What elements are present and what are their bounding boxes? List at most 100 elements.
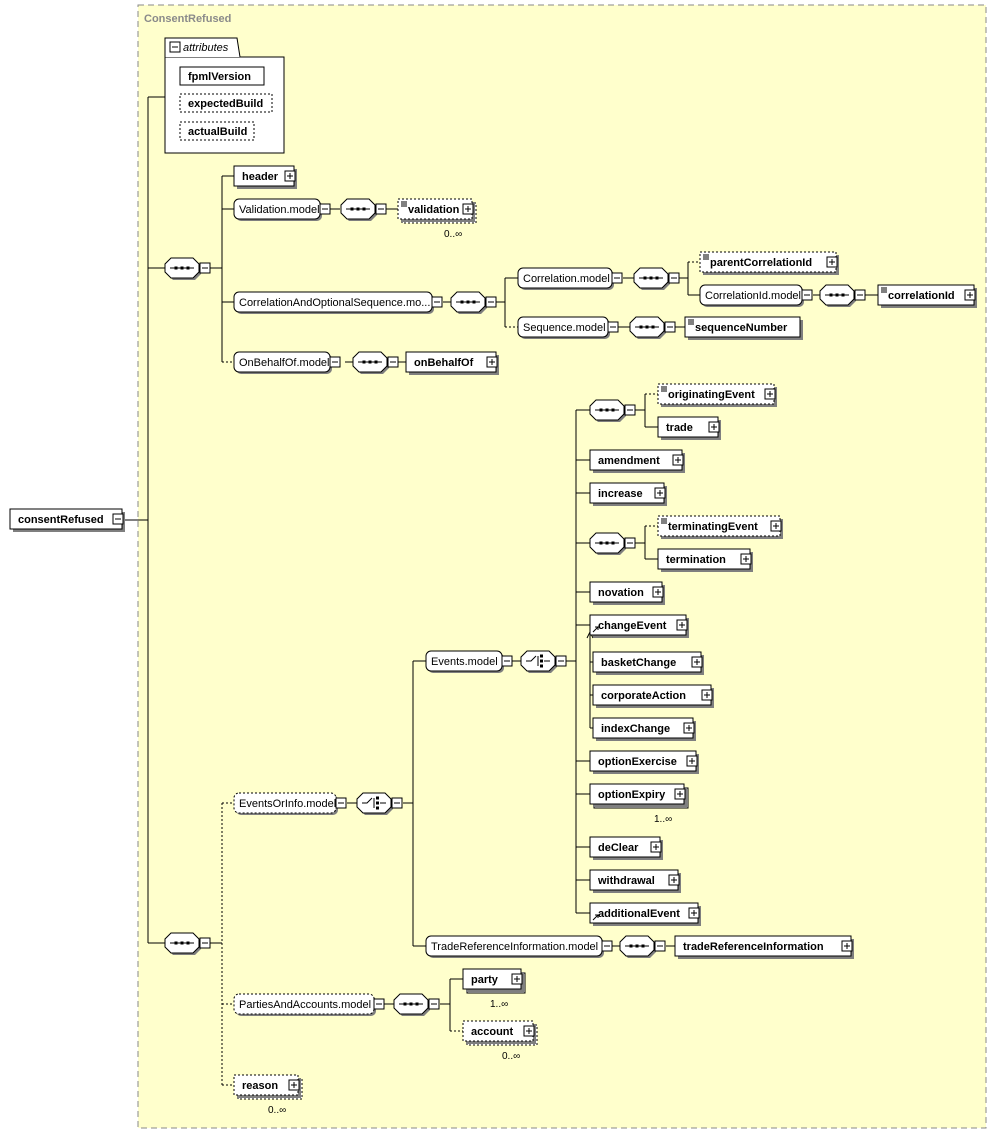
correlation-model-collapse-icon[interactable] [611, 272, 623, 284]
events-or-info-choice-collapse-icon[interactable] [391, 797, 403, 809]
attributes-collapse-icon[interactable] [169, 41, 181, 53]
consent-refused-element-collapse-icon[interactable] [112, 513, 124, 525]
withdrawal-element-expand-icon[interactable] [668, 874, 680, 886]
sequence-compositor-upper-collapse-icon[interactable] [199, 262, 211, 274]
de-clear-element-expand-icon[interactable] [650, 841, 662, 853]
events-or-info-choice[interactable] [356, 792, 393, 815]
on-behalf-of-model[interactable] [233, 351, 332, 374]
index-change-element-expand-icon[interactable] [683, 722, 695, 734]
amendment-element[interactable] [589, 449, 685, 473]
party-element[interactable] [462, 968, 526, 994]
termination-element[interactable] [657, 548, 753, 572]
sequence-compositor-lower-collapse-icon[interactable] [199, 937, 211, 949]
terminating-event-element-expand-icon[interactable] [770, 520, 782, 532]
party-element-expand-icon[interactable] [511, 973, 523, 985]
validation-element-expand-icon[interactable] [462, 203, 474, 215]
on-behalf-of-sequence[interactable] [352, 351, 389, 374]
on-behalf-of-model-collapse-icon[interactable] [329, 356, 341, 368]
amendment-element-expand-icon[interactable] [672, 454, 684, 466]
trade-element-expand-icon[interactable] [708, 421, 720, 433]
correlation-id-sequence[interactable] [819, 284, 856, 307]
validation-sequence-collapse-icon[interactable] [375, 203, 387, 215]
sequence-number-element[interactable] [684, 316, 803, 340]
parties-accounts-sequence-collapse-icon[interactable] [428, 998, 440, 1010]
on-behalf-of-element-expand-icon[interactable] [486, 356, 498, 368]
correlation-id-element-expand-icon[interactable] [964, 289, 976, 301]
events-model[interactable] [425, 650, 504, 673]
basket-change-element-expand-icon[interactable] [691, 656, 703, 668]
correlation-id-sequence-collapse-icon[interactable] [854, 289, 866, 301]
corporate-action-element-expand-icon[interactable] [701, 689, 713, 701]
option-expiry-element[interactable] [589, 783, 689, 809]
option-expiry-element-expand-icon[interactable] [674, 788, 686, 800]
correlation-optional-sequence-model-collapse-icon[interactable] [431, 296, 443, 308]
change-event-element[interactable] [589, 614, 689, 638]
attribute-expectedBuild[interactable] [179, 93, 273, 113]
sequence-number-sequence-collapse-icon[interactable] [664, 321, 676, 333]
account-element[interactable] [462, 1020, 538, 1046]
originating-sequence[interactable] [589, 399, 626, 422]
header-element[interactable] [233, 165, 297, 189]
trade-reference-information-element-expand-icon[interactable] [841, 940, 853, 952]
correlation-sequence[interactable] [450, 291, 487, 314]
correlation-id-model[interactable] [699, 284, 804, 307]
sequence-compositor-lower[interactable] [164, 932, 201, 955]
events-choice[interactable] [520, 650, 557, 673]
trade-reference-information-model[interactable] [425, 935, 604, 958]
reason-element[interactable] [233, 1074, 303, 1100]
correlation-sequence-collapse-icon[interactable] [485, 296, 497, 308]
novation-element-expand-icon[interactable] [652, 586, 664, 598]
validation-element[interactable] [397, 198, 477, 224]
validation-model-collapse-icon[interactable] [319, 203, 331, 215]
events-choice-collapse-icon[interactable] [555, 655, 567, 667]
termination-element-expand-icon[interactable] [740, 553, 752, 565]
on-behalf-of-sequence-collapse-icon[interactable] [387, 356, 399, 368]
sequence-number-sequence[interactable] [629, 316, 666, 339]
withdrawal-element[interactable] [589, 869, 681, 893]
trade-reference-sequence-collapse-icon[interactable] [654, 940, 666, 952]
parties-and-accounts-model-collapse-icon[interactable] [373, 998, 385, 1010]
events-or-info-model-collapse-icon[interactable] [335, 797, 347, 809]
events-model-collapse-icon[interactable] [501, 655, 513, 667]
trade-element[interactable] [657, 416, 721, 440]
trade-reference-sequence[interactable] [619, 935, 656, 958]
on-behalf-of-element[interactable] [405, 351, 499, 375]
correlation-id-model-collapse-icon[interactable] [801, 289, 813, 301]
attribute-fpmlVersion[interactable] [179, 66, 265, 86]
parent-correlation-id-element[interactable] [699, 251, 839, 275]
parties-and-accounts-model[interactable] [233, 993, 376, 1016]
additional-event-element[interactable] [589, 902, 701, 926]
change-event-element-expand-icon[interactable] [676, 619, 688, 631]
trade-reference-information-element[interactable] [674, 935, 854, 959]
trade-reference-information-model-collapse-icon[interactable] [601, 940, 613, 952]
option-exercise-element-expand-icon[interactable] [686, 755, 698, 767]
correlation-id-element[interactable] [877, 284, 977, 308]
increase-element[interactable] [589, 482, 667, 506]
parent-correlation-id-element-expand-icon[interactable] [826, 256, 838, 268]
originating-sequence-collapse-icon[interactable] [624, 404, 636, 416]
additional-event-element-expand-icon[interactable] [688, 907, 700, 919]
account-element-expand-icon[interactable] [523, 1025, 535, 1037]
header-element-expand-icon[interactable] [284, 170, 296, 182]
attribute-actualBuild[interactable] [179, 121, 255, 141]
terminating-sequence[interactable] [589, 532, 626, 555]
originating-event-element-expand-icon[interactable] [764, 388, 776, 400]
terminating-sequence-collapse-icon[interactable] [624, 537, 636, 549]
basket-change-element[interactable] [592, 651, 704, 675]
events-or-info-model[interactable] [233, 792, 338, 815]
validation-sequence[interactable] [340, 198, 377, 221]
option-exercise-element[interactable] [589, 750, 699, 774]
terminating-event-element[interactable] [657, 515, 783, 539]
sequence-compositor-upper[interactable] [164, 257, 201, 280]
correlation-inner-sequence-collapse-icon[interactable] [668, 272, 680, 284]
parties-accounts-sequence[interactable] [393, 993, 430, 1016]
originating-event-element[interactable] [657, 383, 777, 407]
reason-element-expand-icon[interactable] [288, 1079, 300, 1091]
consent-refused-element[interactable] [9, 508, 125, 532]
sequence-model[interactable] [517, 316, 610, 339]
correlation-inner-sequence[interactable] [633, 267, 670, 290]
correlation-model[interactable] [517, 267, 614, 290]
index-change-element[interactable] [592, 717, 696, 741]
corporate-action-element[interactable] [592, 684, 714, 708]
sequence-model-collapse-icon[interactable] [607, 321, 619, 333]
